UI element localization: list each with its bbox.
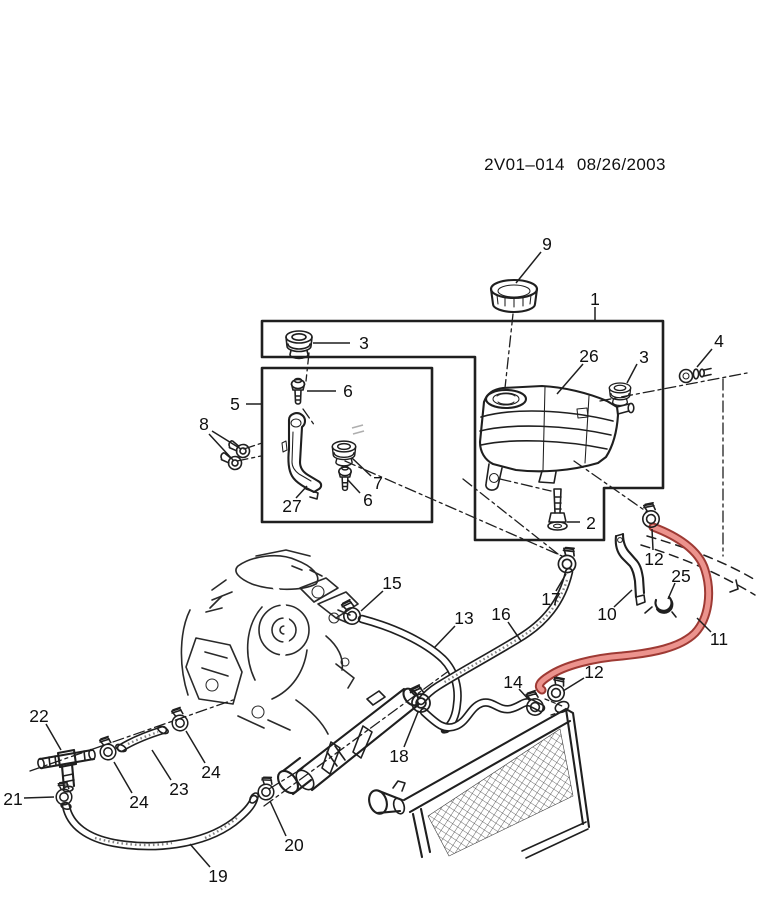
callout-leader-19 <box>189 843 211 868</box>
callout-2: 2 <box>586 513 596 533</box>
callout-leader-15 <box>360 590 384 612</box>
hose-clamp-24-b <box>168 705 190 733</box>
callout-leader-13 <box>433 625 456 649</box>
hose-clamp-24-a <box>96 734 118 762</box>
callout-11: 11 <box>710 629 728 649</box>
callout-20: 20 <box>284 835 304 855</box>
assembly-centerlines <box>29 313 748 807</box>
callout-leader-14 <box>518 688 531 702</box>
callout-3: 3 <box>639 347 649 367</box>
callout-6: 6 <box>343 381 353 401</box>
callout-leader-20 <box>269 800 287 837</box>
callout-leader-18 <box>403 711 419 748</box>
overflow-hose-19 <box>60 792 260 851</box>
radiator-inlet-tank <box>368 780 406 815</box>
coolant-pipe-assembly <box>277 687 420 796</box>
callout-leader-4 <box>696 348 713 368</box>
callout-12: 12 <box>644 549 663 569</box>
jumper-hose-23 <box>115 725 169 753</box>
grommet-3-right <box>608 382 632 407</box>
hose-clamp-20 <box>256 775 277 802</box>
callout-leader-21 <box>23 796 55 799</box>
callout-24: 24 <box>129 792 149 812</box>
drawing-number: 2V01–014 <box>484 155 565 174</box>
hose-clamp-21 <box>55 781 73 806</box>
drawing-date: 08/26/2003 <box>577 155 666 174</box>
callout-leader-11 <box>696 617 712 633</box>
coolant-reservoir-tank <box>478 384 635 491</box>
callout-leader-26 <box>556 363 584 395</box>
grommet-7 <box>331 440 357 467</box>
reservoir-hose-16 <box>416 567 574 706</box>
callout-19: 19 <box>208 866 227 886</box>
callout-14: 14 <box>503 672 523 692</box>
callout-4: 4 <box>714 331 724 351</box>
bolt-6-lower <box>338 465 352 492</box>
callout-leader-12 <box>651 528 654 551</box>
callout-12: 12 <box>584 662 603 682</box>
callout-leader-8 <box>208 433 234 461</box>
callout-17: 17 <box>541 589 560 609</box>
hose-clamp-12-upper <box>640 501 661 529</box>
callout-16: 16 <box>491 604 510 624</box>
callout-26: 26 <box>579 346 598 366</box>
callout-leader-12 <box>562 677 585 692</box>
grommet-3-left <box>285 330 313 360</box>
callout-6: 6 <box>363 490 373 510</box>
retainer-clip-25 <box>644 595 677 618</box>
callout-8: 8 <box>199 414 209 434</box>
radiator-filler-neck <box>554 700 570 714</box>
mounting-bracket-27 <box>281 412 323 500</box>
bolt-8-b <box>218 451 244 472</box>
tee-fitting-22 <box>37 748 96 793</box>
callout-leader-25 <box>667 582 676 600</box>
callout-leader-7 <box>351 457 372 477</box>
vent-hose-13 <box>357 614 462 734</box>
bracket-box-5 <box>260 366 434 524</box>
callout-leader-8 <box>211 430 242 450</box>
callout-leader-16 <box>507 621 522 642</box>
callout-21: 21 <box>3 789 22 809</box>
callout-leader-9 <box>515 251 542 284</box>
callout-13: 13 <box>454 608 473 628</box>
callout-3: 3 <box>359 333 369 353</box>
callout-18: 18 <box>389 746 408 766</box>
callout-22: 22 <box>29 706 48 726</box>
radiator <box>368 698 591 859</box>
callout-15: 15 <box>382 573 401 593</box>
vent-fitting-4 <box>678 367 712 384</box>
callout-5: 5 <box>230 394 240 414</box>
drawing-title: 2V01–014 08/26/2003 <box>484 155 666 174</box>
retainer-bracket-10 <box>614 532 646 606</box>
assembly-box-1 <box>260 319 665 542</box>
radiator-inlet-hose-14 <box>419 698 546 732</box>
callout-25: 25 <box>671 566 690 586</box>
callout-1: 1 <box>590 289 600 309</box>
overflow-hose-11-highlighted <box>534 522 714 695</box>
callout-24: 24 <box>201 762 221 782</box>
callout-10: 10 <box>597 604 617 624</box>
bolt-6-upper <box>290 377 306 405</box>
callout-leader-24 <box>113 761 133 794</box>
callout-leader-22 <box>45 723 62 751</box>
callout-leader-24 <box>185 730 206 764</box>
callout-23: 23 <box>169 779 188 799</box>
reservoir-cap-9 <box>489 278 539 314</box>
callout-leader-6 <box>347 479 361 494</box>
callout-leader-10 <box>613 589 633 608</box>
callout-27: 27 <box>282 496 301 516</box>
callout-leader-27 <box>295 485 308 499</box>
callout-9: 9 <box>542 234 552 254</box>
callout-leader-3 <box>626 363 638 384</box>
callout-7: 7 <box>373 473 383 493</box>
bolt-2 <box>547 488 568 531</box>
engine-compartment-sketch <box>180 549 359 735</box>
sketch-marks <box>351 424 365 435</box>
callout-leader-23 <box>151 749 172 781</box>
callout-leader-17 <box>555 573 567 592</box>
